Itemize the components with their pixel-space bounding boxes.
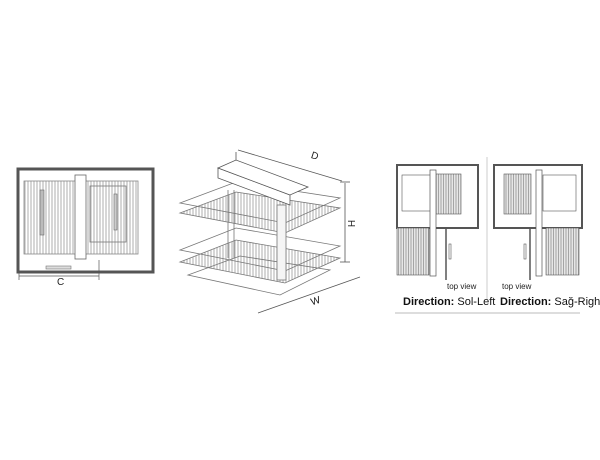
direction-label: Direction: [403,296,455,308]
direction-value: Sol-Left [457,296,496,308]
dimension-d-line [237,149,343,182]
direction-right-label: Direction: Sağ-Right [500,296,600,308]
direction-left-label: Direction: Sol-Left [403,296,495,308]
top-view-caption-left: top view [447,282,477,291]
dimension-w-line [257,276,361,314]
front-view-drawing [16,167,155,280]
direction-sag-right-drawing [493,164,583,280]
direction-label: Direction: [500,296,552,308]
dimension-h-label: H [345,219,357,228]
top-view-caption-right: top view [502,282,532,291]
direction-value: Sağ-Right [554,296,600,308]
dimension-c-label: C [57,277,65,288]
direction-sol-left-drawing [396,164,479,280]
isometric-drawing [178,149,361,314]
